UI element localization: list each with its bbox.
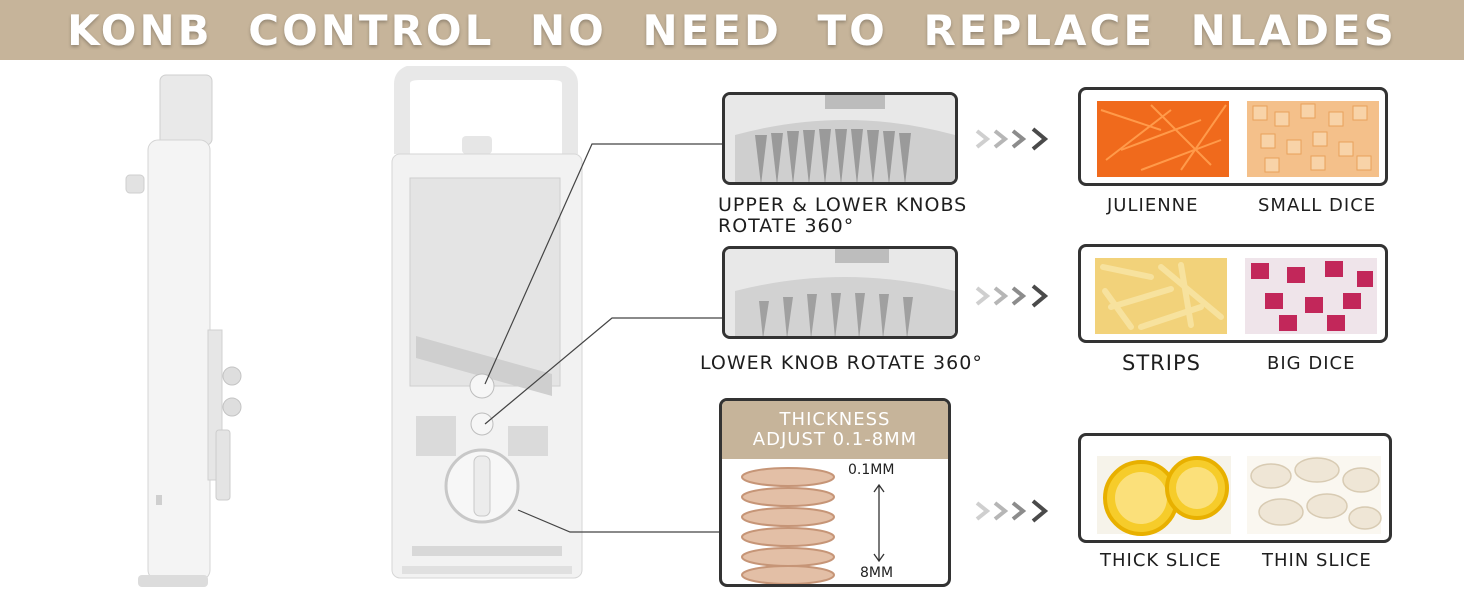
double-chevron-arrow-icon bbox=[975, 499, 1049, 523]
small-dice-image bbox=[1247, 101, 1379, 177]
slicer-front-view-image bbox=[391, 66, 583, 579]
upper-lower-caption-line1: UPPER & LOWER KNOBS bbox=[718, 194, 968, 216]
julienne-label: JULIENNE bbox=[1107, 195, 1199, 216]
thickness-title-line1: THICKNESS bbox=[779, 409, 891, 430]
julienne-carrot-image bbox=[1097, 101, 1229, 177]
strips-label: STRIPS bbox=[1122, 351, 1201, 375]
potato-slices-stack-image bbox=[741, 467, 835, 584]
lower-blade-photo bbox=[722, 246, 958, 339]
thickness-min-label: 0.1MM bbox=[848, 462, 895, 478]
thin-potato-slice-image bbox=[1247, 456, 1382, 534]
thickness-max-label: 8MM bbox=[860, 565, 894, 581]
thick-thin-slice-panel bbox=[1078, 433, 1392, 543]
thickness-header: THICKNESS ADJUST 0.1-8MM bbox=[722, 401, 948, 459]
slicer-side-view-image bbox=[125, 74, 242, 587]
big-dice-label: BIG DICE bbox=[1267, 353, 1356, 374]
thick-lemon-slice-image bbox=[1097, 456, 1231, 536]
thickness-title-line2: ADJUST 0.1-8MM bbox=[752, 429, 918, 450]
thick-slice-label: THICK SLICE bbox=[1100, 550, 1222, 571]
small-dice-label: SMALL DICE bbox=[1258, 195, 1377, 216]
double-arrow-icon bbox=[873, 483, 885, 563]
thin-slice-label: THIN SLICE bbox=[1262, 550, 1372, 571]
lower-knob-caption: LOWER KNOB ROTATE 360° bbox=[700, 352, 983, 374]
strips-big-dice-panel bbox=[1078, 244, 1388, 343]
double-chevron-arrow-icon bbox=[975, 284, 1049, 308]
julienne-small-dice-panel bbox=[1078, 87, 1388, 186]
potato-strips-image bbox=[1095, 258, 1227, 334]
upper-lower-caption-line2: ROTATE 360° bbox=[718, 215, 855, 237]
upper-lower-blade-photo bbox=[722, 92, 958, 185]
double-chevron-arrow-icon bbox=[975, 127, 1049, 151]
title-banner: KONB CONTROL NO NEED TO REPLACE NLADES bbox=[0, 0, 1464, 60]
thickness-adjust-card: THICKNESS ADJUST 0.1-8MM 0.1MM 8MM bbox=[719, 398, 951, 587]
upper-lower-knobs-caption: UPPER & LOWER KNOBS ROTATE 360° bbox=[718, 195, 967, 237]
banner-title: KONB CONTROL NO NEED TO REPLACE NLADES bbox=[67, 5, 1397, 55]
big-dice-onion-image bbox=[1245, 258, 1377, 334]
